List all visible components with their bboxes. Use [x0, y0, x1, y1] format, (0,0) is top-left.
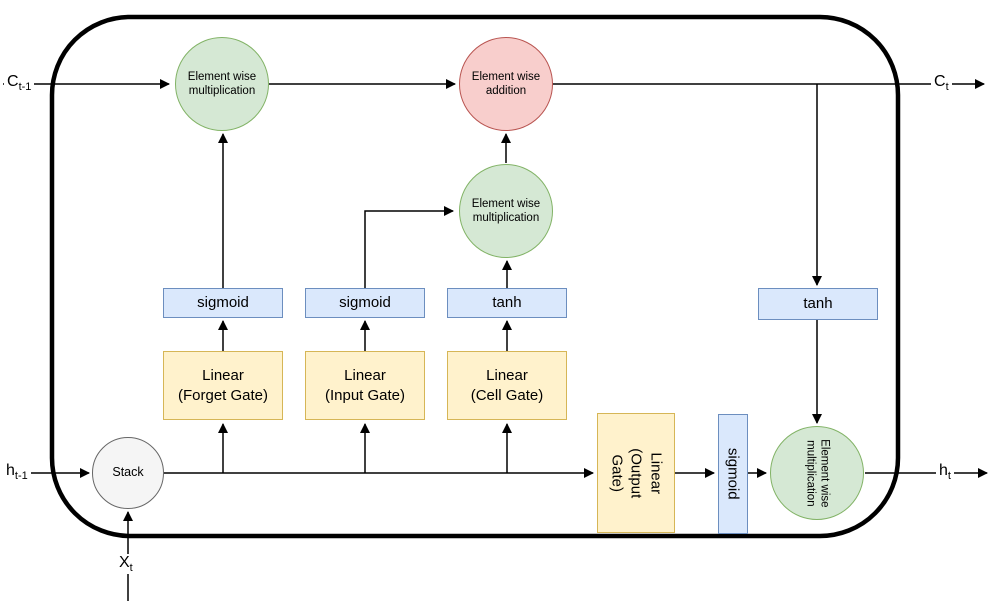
linear-cell-gate-box: Linear (Cell Gate) [447, 351, 567, 420]
x-input-label: Xt [116, 554, 136, 575]
linear-input-gate-box: Linear (Input Gate) [305, 351, 425, 420]
linear-forget-gate-box: Linear (Forget Gate) [163, 351, 283, 420]
cell-state-input-label: Ct-1 [4, 73, 35, 94]
sigmoid-output-box: sigmoid [718, 414, 748, 534]
elementwise-multiplication-forget-node: Element wise multiplication [175, 37, 269, 131]
linear-input-gate-label: Linear (Input Gate) [324, 367, 406, 404]
elementwise-multiplication-output-node: Element wise multiplication [770, 426, 864, 520]
lstm-cell-border [49, 14, 901, 539]
stack-label: Stack [112, 465, 144, 480]
cell-state-output-label: Ct [931, 73, 952, 94]
linear-forget-gate-label: Linear (Forget Gate) [177, 367, 269, 404]
elementwise-addition-label: Element wise addition [471, 70, 541, 97]
tanh-cell-box: tanh [447, 288, 567, 318]
stack-node: Stack [92, 437, 164, 509]
hidden-state-output-label: ht [936, 462, 954, 483]
linear-output-gate-box: Linear (Output Gate) [597, 413, 675, 533]
linear-cell-gate-label: Linear (Cell Gate) [470, 367, 544, 404]
sigmoid-forget-box: sigmoid [163, 288, 283, 318]
hidden-state-input-label: ht-1 [3, 462, 31, 483]
elementwise-multiplication-input-node: Element wise multiplication [459, 164, 553, 258]
sigmoid-input-to-mult-line [364, 206, 454, 288]
sigmoid-input-box: sigmoid [305, 288, 425, 318]
elementwise-addition-node: Element wise addition [459, 37, 553, 131]
linear-output-gate-label: Linear (Output Gate) [608, 447, 665, 499]
elementwise-multiplication-input-label: Element wise multiplication [471, 197, 541, 224]
elementwise-multiplication-forget-label: Element wise multiplication [187, 70, 257, 97]
elementwise-multiplication-output-label: Element wise multiplication [804, 438, 831, 508]
tanh-output-box: tanh [758, 288, 878, 320]
